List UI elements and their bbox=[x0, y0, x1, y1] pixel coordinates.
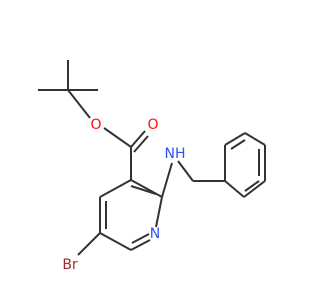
bond-ring-c5-c6 bbox=[99, 232, 132, 251]
bond-carbonyl-double-b bbox=[133, 135, 149, 153]
amine-label: NH bbox=[165, 146, 186, 162]
bond-ring-c2-c3 bbox=[130, 179, 163, 198]
bond-amine-methylene bbox=[177, 160, 194, 182]
bond-oxygen-carbonyl-carbon bbox=[103, 127, 132, 148]
bond-ring-c2-c3-inner bbox=[130, 185, 157, 195]
ester-oxygen-label: O bbox=[90, 117, 101, 133]
bond-phenyl-2 bbox=[243, 180, 266, 198]
bond-ring-c6-n1 bbox=[130, 239, 151, 251]
bromine-label: Br bbox=[62, 257, 78, 273]
molecule-structure: O O NH Br N bbox=[38, 60, 266, 273]
bond-ring-bromine bbox=[77, 232, 101, 256]
bond-phenyl-inner-c bbox=[230, 139, 246, 150]
ester-group bbox=[103, 127, 149, 180]
bond-ring-c3-c4 bbox=[99, 179, 132, 198]
bond-phenyl-5 bbox=[224, 132, 246, 146]
bond-tbu-ester-oxygen bbox=[67, 89, 91, 119]
tert-butyl-group bbox=[38, 60, 98, 119]
benzylamine-group bbox=[161, 160, 225, 198]
bond-ring-c6-n1-inner bbox=[131, 233, 150, 244]
carbonyl-oxygen-label: O bbox=[147, 117, 158, 133]
bond-phenyl-1 bbox=[224, 180, 245, 198]
bond-carbonyl-double-a bbox=[130, 130, 146, 148]
ring-nitrogen-label: N bbox=[150, 226, 160, 242]
bond-ring-n1-c2 bbox=[155, 196, 163, 228]
bond-phenyl-inner-a bbox=[244, 180, 260, 192]
bond-phenyl-4 bbox=[244, 132, 266, 146]
bond-c2-amine bbox=[161, 162, 173, 198]
phenyl-ring bbox=[224, 132, 266, 198]
pyridine-ring bbox=[77, 179, 163, 256]
